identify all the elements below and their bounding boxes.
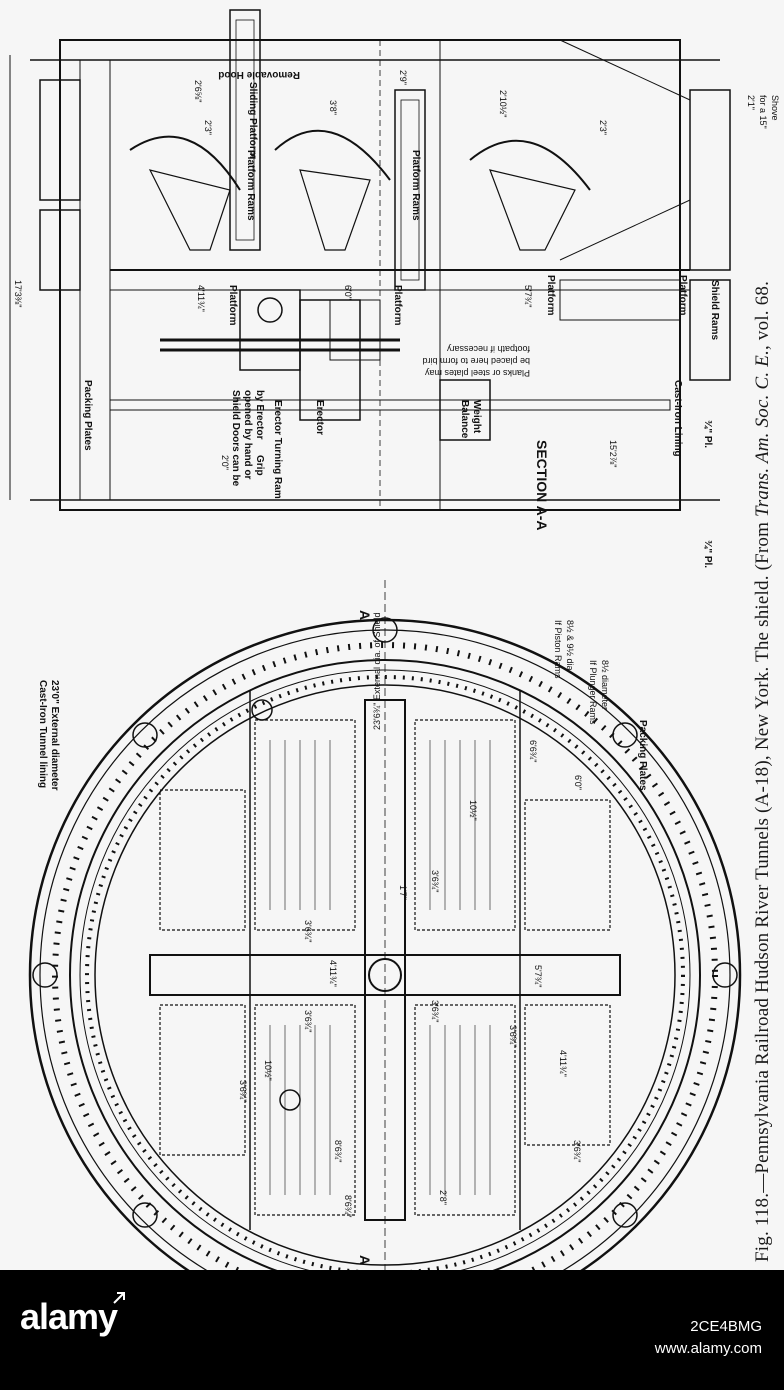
stock-image-id: 2CE4BMG [690,1318,762,1335]
dim-p-2-8: 2'8" [438,1190,448,1205]
section-labels: Sliding Platform Platform Rams Platform … [82,69,780,730]
alamy-logo-icon [113,1292,125,1304]
dim-2-6-5: 2'6⅝" [193,80,203,102]
dim-overall-length: 17'3⅜" [13,280,23,307]
label-platform-3: Platform [545,275,556,316]
dim-2-0: 2'0" [220,455,230,470]
dim-p-3-6b: 3'6¾" [303,1010,313,1032]
label-shove-note-1: for a 15" [758,95,768,129]
dim-2-10: 2'10½" [498,90,508,117]
dim-5-7: 5'7¾" [523,285,533,307]
label-grip: Grip [254,455,265,476]
label-plunger-rams-1: If Plunger Rams [588,660,598,725]
caption-journal: Trans. Am. Soc. C. E. [752,349,773,517]
dim-p-6-0: 6'0" [573,775,583,790]
label-shield-doors-1: Shield Doors can be [230,390,241,487]
plan-view [28,580,742,1270]
dim-15-2: 15'2⅞" [608,440,618,467]
label-plunger-rams-2: 8½ diameter [600,660,610,710]
section-a-a [9,9,731,511]
plan-labels: Cast-Iron Tunnel lining 23'0" External d… [37,610,648,1265]
label-shove-note-2: Shove [770,95,780,121]
dim-p-4-11a: 4'11¾" [328,960,338,987]
dim-2-1: 2'1" [746,95,756,110]
label-pl-2: ¾" Pl. [702,540,713,568]
label-cast-iron-lining: Cast-Iron Lining [672,380,683,457]
label-platform-1: Platform [227,285,238,326]
dim-2-3: 2'3" [203,120,213,135]
label-balance-weight-1: Balance [459,400,470,439]
dim-p-3-6f: 3'6¾" [572,1140,582,1162]
label-shield-doors-2: opened by hand or [242,390,253,480]
label-platform-rams-lower: Platform Rams [410,150,421,221]
scanned-page: Sliding Platform Platform Rams Platform … [9,0,780,1270]
dim-p-3-6c: 3'6¾" [430,870,440,892]
label-platform-2: Platform [392,285,403,326]
label-shield-doors-3: by Erector [254,390,265,440]
dim-p-3-6d: 3'6¾" [430,1000,440,1022]
label-platform-4: Platform [677,275,688,316]
label-platform-rams-upper: Platform Rams [245,150,256,221]
dim-p-8-6b: 8'6¾" [343,1195,353,1217]
dim-p-6-6: 6'6¾" [528,740,538,762]
label-tunnel-lining-2: 23'0" External diameter [49,680,60,791]
label-sliding-platform: Sliding Platform [247,82,258,159]
dim-2-3b: 2'3" [598,120,608,135]
label-packing-plates-plan: Packing Plates [637,720,648,791]
dim-p-5-7: 5'7¾" [533,965,543,987]
label-balance-weight-2: Weight [471,400,482,434]
label-section: SECTION A-A [534,440,550,530]
label-tunnel-lining-1: Cast-Iron Tunnel lining [37,680,48,788]
dim-3-8: 3'8" [328,100,338,115]
dim-p-10-2: 10½" [263,1060,273,1081]
dim-p-3-6g: 3'6¾" [238,1080,248,1102]
label-section-mark-top: A [357,610,373,620]
label-planks-3: footpath if necessary [446,344,530,354]
caption-main: Fig. 118.—Pennsylvania Railroad Hudson R… [752,516,773,1262]
alamy-logo: alamy [20,1296,118,1337]
label-pl-1: ¾" Pl. [702,420,713,448]
label-packing-plates-section: Packing Plates [82,380,93,451]
label-section-mark-bottom: A [357,1255,373,1265]
label-erector: Erector [314,400,325,435]
label-piston-rams-1: If Piston Rams [553,620,563,679]
label-planks-1: Planks or steel plates may [424,368,530,378]
figure-caption: Fig. 118.—Pennsylvania Railroad Hudson R… [752,0,778,1262]
label-external-dia: 23'6¾" External dia. of Shield [372,613,382,731]
label-planks-2: be placed here to form bird [422,356,530,366]
dim-p-4-11b: 4'11¾" [558,1050,568,1077]
watermark-banner [0,1270,784,1390]
label-shield-rams: Shield Rams [709,280,720,340]
dim-6-0: 6'0" [343,285,353,300]
label-removable-hood: Removable Hood [218,69,300,80]
dim-p-8-6a: 8'6¾" [333,1140,343,1162]
dim-2-9: 2'9" [398,70,408,85]
label-piston-rams-2: 8½ & 9½ dia [565,620,575,671]
dim-4-11: 4'11¾" [196,285,206,312]
label-erector-turning-ram: Erector Turning Ram [272,400,283,499]
dim-p-10-1: 10½" [468,800,478,821]
section-dimensions: 17'3⅜" 2'6⅝" 2'3" 3'8" 2'9" 2'10½" 2'3" … [13,70,756,470]
dim-p-3-6a: 3'6¾" [303,920,313,942]
shield-drawing: Sliding Platform Platform Rams Platform … [9,9,780,1270]
dim-p-3-6e: 3'6¾" [508,1025,518,1047]
caption-tail: , vol. 68. [752,280,773,350]
dim-p-1-7: 1'7" [398,885,408,900]
plan-dimensions: 6'6¾" 6'0" 10½" 3'6¾" 3'6¾" 3'6¾" 3'6¾" … [238,740,583,1217]
site-url: www.alamy.com [654,1340,762,1357]
